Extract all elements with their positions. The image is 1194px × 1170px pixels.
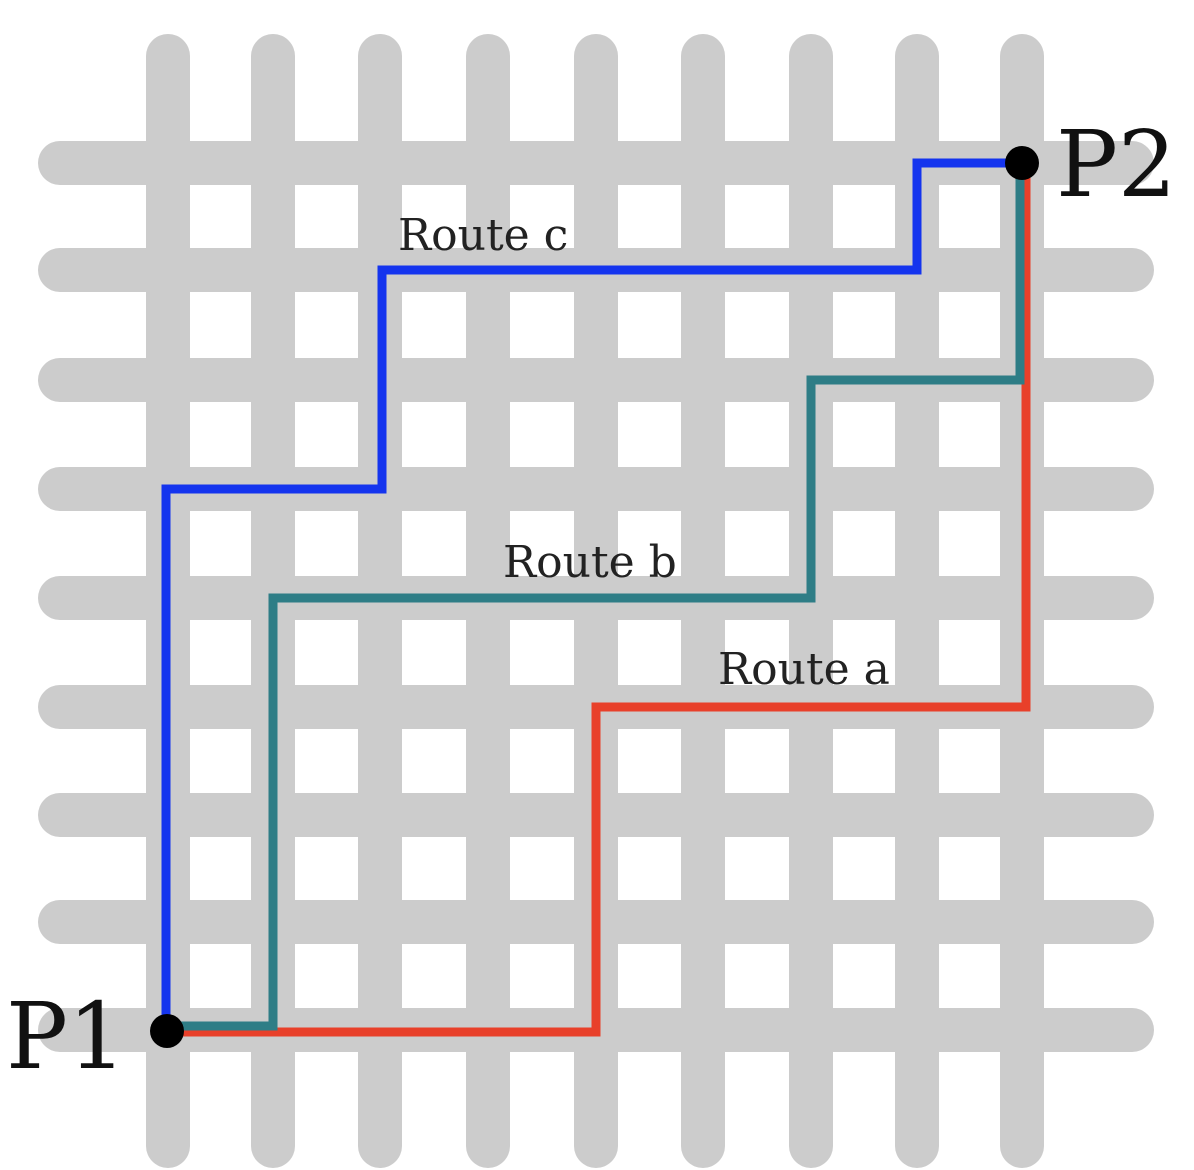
route-c-label: Route c: [398, 210, 568, 261]
route-a-label: Route a: [718, 644, 890, 695]
route-b-path: [168, 164, 1025, 1031]
route-c-path: [161, 158, 1020, 1030]
p2-point: [1005, 146, 1039, 180]
p1-point: [150, 1014, 184, 1048]
route-a-path: [168, 164, 1031, 1037]
route-b-label: Route b: [503, 537, 677, 588]
p2-label: P2: [1056, 111, 1176, 218]
p1-label: P1: [6, 983, 126, 1090]
